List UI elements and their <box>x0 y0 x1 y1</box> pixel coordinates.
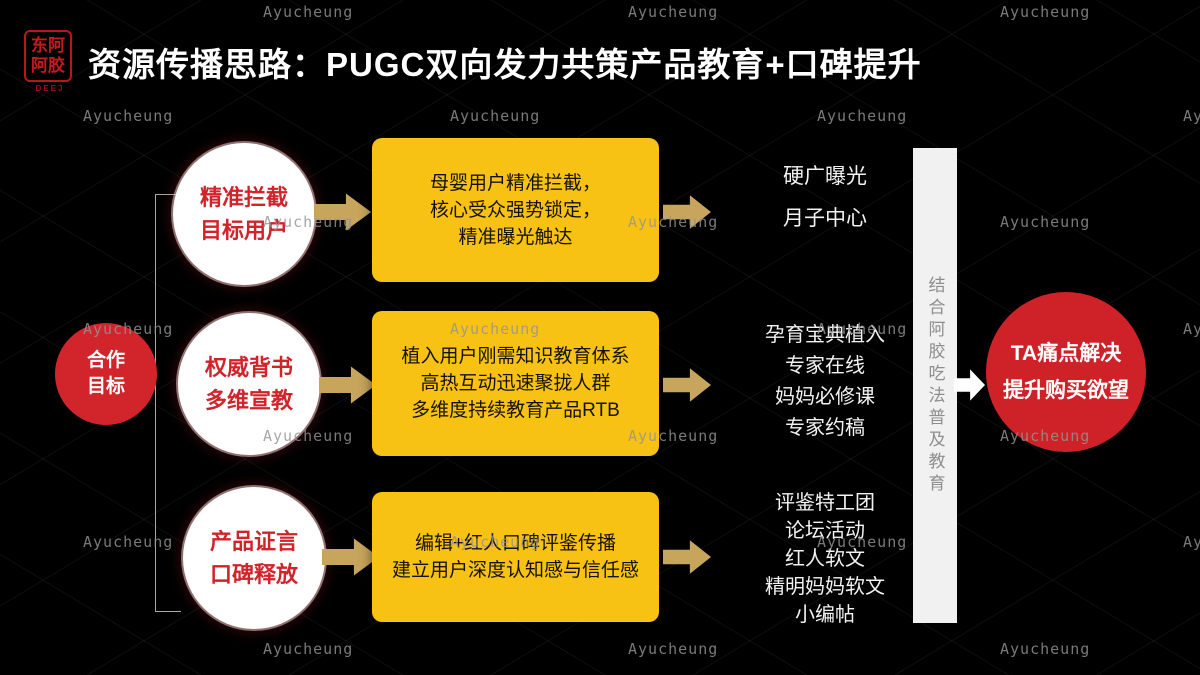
result-circle: TA痛点解决 提升购买欲望 <box>986 292 1146 452</box>
output-item: 评鉴特工团 <box>775 492 875 514</box>
strategy-circle-2: 权威背书 多维宣教 <box>178 313 320 455</box>
tactic-box-line: 编辑+红人口碑评鉴传播 <box>414 533 617 554</box>
tactic-box-line: 核心受众强势锁定， <box>429 199 601 221</box>
education-bar: 结合阿胶吃法普及教育 <box>913 148 957 623</box>
output-item: 月子中心 <box>783 207 867 230</box>
arrow-right-icon <box>314 193 371 231</box>
brand-logo-subtext: DEEJ <box>35 84 65 93</box>
output-item: 论坛活动 <box>785 520 865 542</box>
output-list-2: 孕育宝典植入 专家在线 妈妈必修课 专家约稿 <box>735 320 915 444</box>
arrow-right-icon <box>322 538 379 576</box>
strategy-circle-line: 口碑释放 <box>209 562 298 587</box>
slide-title: 资源传播思路：PUGC双向发力共策产品教育+口碑提升 <box>88 46 922 83</box>
output-list-1: 硬广曝光 月子中心 <box>735 156 915 240</box>
goal-circle-line: 合作 <box>86 350 125 371</box>
arrow-right-icon <box>663 540 711 574</box>
strategy-circle-line: 权威背书 <box>204 355 293 380</box>
bracket-connector <box>155 194 181 612</box>
brand-logo-characters: 东阿阿胶 <box>31 35 65 75</box>
tactic-box-3: 编辑+红人口碑评鉴传播 建立用户深度认知感与信任感 <box>372 492 659 622</box>
brand-logo-seal: 东阿阿胶 <box>24 30 72 82</box>
arrow-right-icon <box>663 195 711 229</box>
strategy-circle-1: 精准拦截 目标用户 <box>173 143 315 285</box>
result-circle-line: 提升购买欲望 <box>1003 379 1129 402</box>
output-item: 精明妈妈软文 <box>765 576 885 598</box>
tactic-box-line: 高热互动迅速聚拢人群 <box>420 373 611 394</box>
strategy-circle-line: 产品证言 <box>209 529 298 554</box>
tactic-box-line: 建立用户深度认知感与信任感 <box>391 560 639 581</box>
output-item: 孕育宝典植入 <box>765 324 885 346</box>
goal-circle: 合作 目标 <box>55 323 157 425</box>
arrow-right-icon <box>954 369 985 401</box>
education-bar-text: 结合阿胶吃法普及教育 <box>925 275 945 496</box>
tactic-box-2: 植入用户刚需知识教育体系 高热互动迅速聚拢人群 多维度持续教育产品RTB <box>372 311 659 456</box>
output-item: 硬广曝光 <box>783 165 867 188</box>
tactic-box-line: 植入用户刚需知识教育体系 <box>401 346 630 367</box>
arrow-right-icon <box>319 366 376 404</box>
tactic-box-1: 母婴用户精准拦截， 核心受众强势锁定， 精准曝光触达 <box>372 138 659 282</box>
goal-circle-line: 目标 <box>86 376 125 397</box>
output-item: 红人软文 <box>785 548 865 570</box>
output-list-3: 评鉴特工团 论坛活动 红人软文 精明妈妈软文 小编帖 <box>735 489 915 629</box>
strategy-circle-line: 多维宣教 <box>204 388 293 413</box>
arrow-right-icon <box>663 368 711 402</box>
tactic-box-line: 多维度持续教育产品RTB <box>411 400 620 421</box>
strategy-circle-line: 精准拦截 <box>199 185 288 210</box>
strategy-circle-line: 目标用户 <box>199 218 288 243</box>
output-item: 小编帖 <box>795 604 855 626</box>
output-item: 妈妈必修课 <box>775 386 875 408</box>
result-circle-line: TA痛点解决 <box>1010 342 1122 365</box>
output-item: 专家在线 <box>785 355 865 377</box>
tactic-box-line: 精准曝光触达 <box>458 226 573 248</box>
strategy-circle-3: 产品证言 口碑释放 <box>183 487 325 629</box>
output-item: 专家约稿 <box>785 417 865 439</box>
tactic-box-line: 母婴用户精准拦截， <box>429 172 601 194</box>
